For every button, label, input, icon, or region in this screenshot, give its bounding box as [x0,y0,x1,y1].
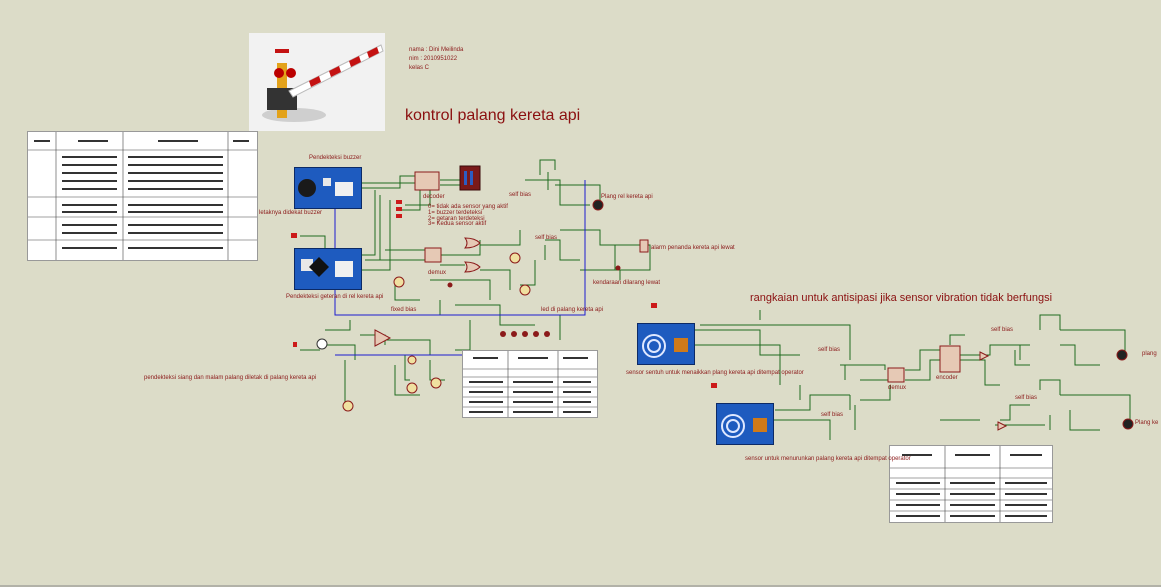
lamps-right[interactable] [1116,349,1134,430]
input-pins-left[interactable] [291,200,717,388]
demux-truth-table-right [889,445,1053,523]
label-day-night: pendekteksi siang dan malam palang dilet… [144,375,317,381]
label-buzzer-detector: Pendekteksi buzzer [309,155,362,161]
label-buzzer-location: letaknya didekat buzzer [259,210,323,216]
label-gate-r1: plang [1142,351,1157,357]
label-vehicle-forbidden: kendaraan dilarang lewat [593,280,661,286]
buffers-right[interactable] [979,351,1008,431]
label-fixed-bias: fixed bias [391,307,417,313]
railway-gate-illustration [249,33,385,131]
demux-table-grid-left [463,351,597,417]
railway-gate-photo [249,33,385,131]
label-touch-sensor-up: sensor sentuh untuk menaikkan plang kere… [626,370,804,376]
touch-sensor-up-module[interactable] [637,323,695,365]
main-title: kontrol palang kereta api [405,107,581,124]
label-self-bias-r1: self bias [818,347,841,353]
demux-right-chip[interactable] [887,367,905,383]
touch-sensor-down-icon [721,414,767,438]
vibration-sensor-module[interactable] [294,248,362,290]
label-self-bias-r3: self bias [991,327,1014,333]
label-demux-right: demux [888,385,907,391]
left-circuit-blue-wires [334,175,586,356]
label-decoder-legend-3: 3= Kedua sensor aktif [428,221,487,227]
left-circuit-wires [300,159,651,405]
label-gate-r2: Plang ke [1135,420,1159,426]
right-circuit-wires [690,310,1131,440]
transistors-right[interactable] [844,345,1051,430]
label-rail-gate: Plang rel kereta api [601,194,653,200]
label-alarm: alarm penanda kereta api lewat [651,245,735,251]
decoder-chip[interactable] [414,171,440,191]
label-self-bias-1: self bias [509,192,532,198]
label-encoder: encoder [936,375,958,381]
label-self-bias-r2: self bias [821,412,844,418]
demux-left-chip[interactable] [424,247,442,263]
sound-sensor-icon [298,178,353,197]
label-self-bias-r4: self bias [1015,395,1038,401]
student-nim: nim : 2010951022 [409,56,458,62]
label-decoder: decoder [423,194,445,200]
encoder-chip[interactable] [939,345,961,373]
label-led-gate: led di palang kereta api [541,307,604,313]
alarm-speaker[interactable] [639,239,649,253]
right-title: rangkaian untuk antisipasi jika sensor v… [750,292,1053,304]
seven-segment-display[interactable] [459,165,481,191]
truth-table-grid [28,132,257,260]
ldr-sensor[interactable] [316,338,328,350]
touch-sensor-down-module[interactable] [716,403,774,445]
leds-left[interactable] [447,265,621,338]
demux-table-grid-right [890,446,1052,522]
lamp-left[interactable] [592,199,604,211]
label-self-bias-2: self bias [535,235,558,241]
label-decoder-legend-2: 2= getaran terdeteksi [428,216,485,222]
buzzer-sensor-module[interactable] [294,167,362,209]
label-vibration-detector: Pendekteksi geteran di rel kereta api [286,294,384,300]
label-demux-left: demux [428,270,447,276]
label-touch-sensor-down: sensor untuk menurunkan palang kereta ap… [745,456,911,462]
label-decoder-legend-0: 0= tidak ada sensor yang aktif [428,204,508,210]
logic-gates-left[interactable] [374,237,481,347]
label-decoder-legend-1: 1= buzzer terdeteksi [428,210,483,216]
student-class: kelas C [409,65,430,71]
student-name: nama : Dini Meilinda [409,47,464,53]
touch-sensor-up-icon [642,334,688,358]
decoder-truth-table [27,131,258,261]
demux-truth-table-left [462,350,598,418]
vibration-sensor-icon [301,257,353,277]
transistors-left[interactable] [342,172,549,412]
